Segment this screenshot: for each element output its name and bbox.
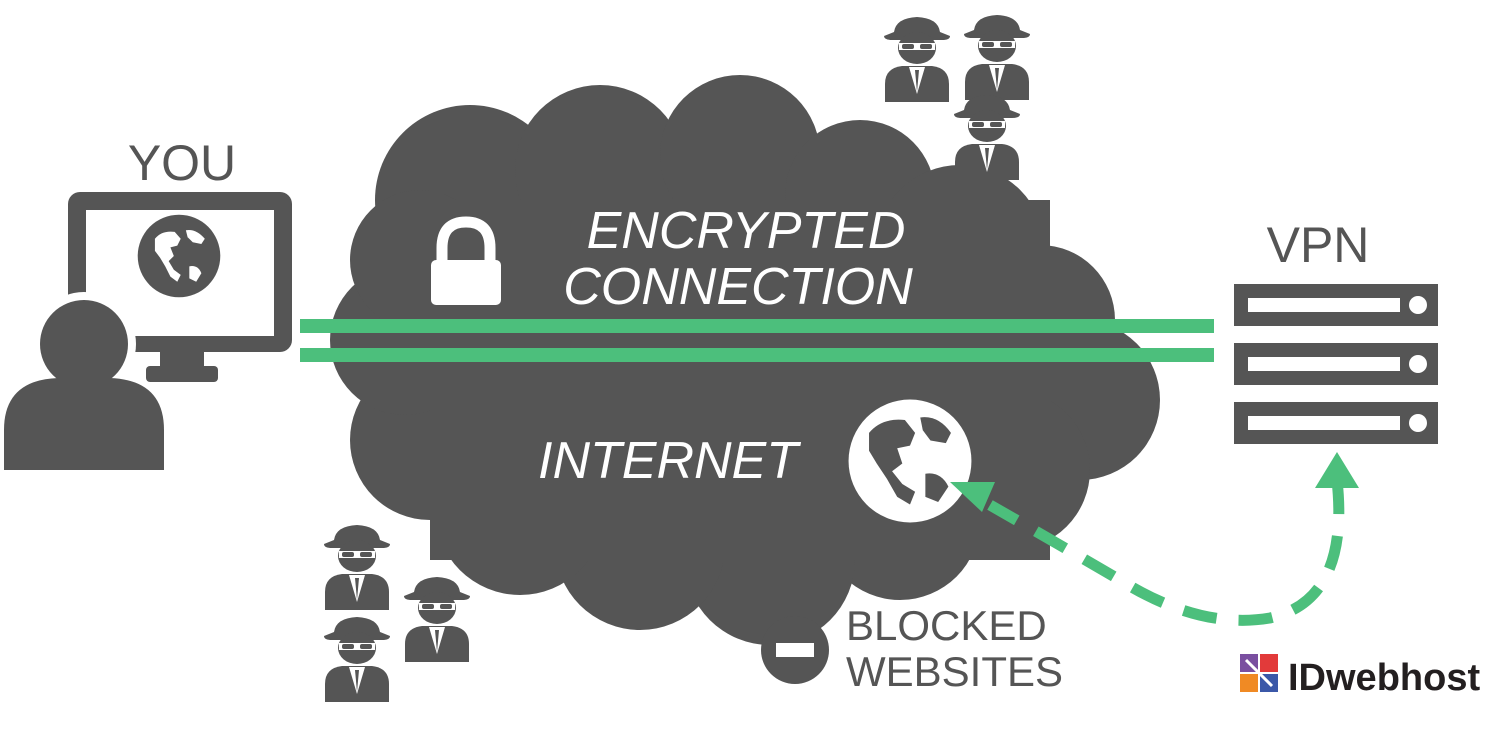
vpn-label: VPN	[1267, 217, 1370, 273]
spy-icon	[324, 525, 390, 610]
blocked-label-line2: WEBSITES	[846, 648, 1063, 695]
server-icon	[1234, 284, 1438, 444]
idwebhost-logo-icon	[1240, 654, 1278, 692]
encrypted-label-line2: CONNECTION	[563, 258, 913, 316]
user-icon	[4, 292, 164, 470]
internet-label: INTERNET	[538, 432, 801, 490]
you-label: YOU	[128, 135, 236, 191]
spy-icon	[404, 577, 470, 662]
encrypted-label-line1: ENCRYPTED	[587, 202, 906, 260]
globe-icon	[137, 214, 221, 298]
brand-name: IDwebhost	[1288, 657, 1480, 699]
spy-icon	[324, 617, 390, 702]
blocked-label-line1: BLOCKED	[846, 602, 1047, 649]
vpn-route-arrow	[950, 452, 1359, 626]
internet-globe-icon	[848, 399, 972, 523]
spy-icon	[954, 95, 1020, 180]
minus-circle-icon	[761, 616, 829, 684]
lock-icon	[431, 216, 501, 305]
spy-icon	[884, 17, 950, 102]
spy-icon	[964, 15, 1030, 100]
encrypted-tunnel	[300, 319, 1214, 362]
